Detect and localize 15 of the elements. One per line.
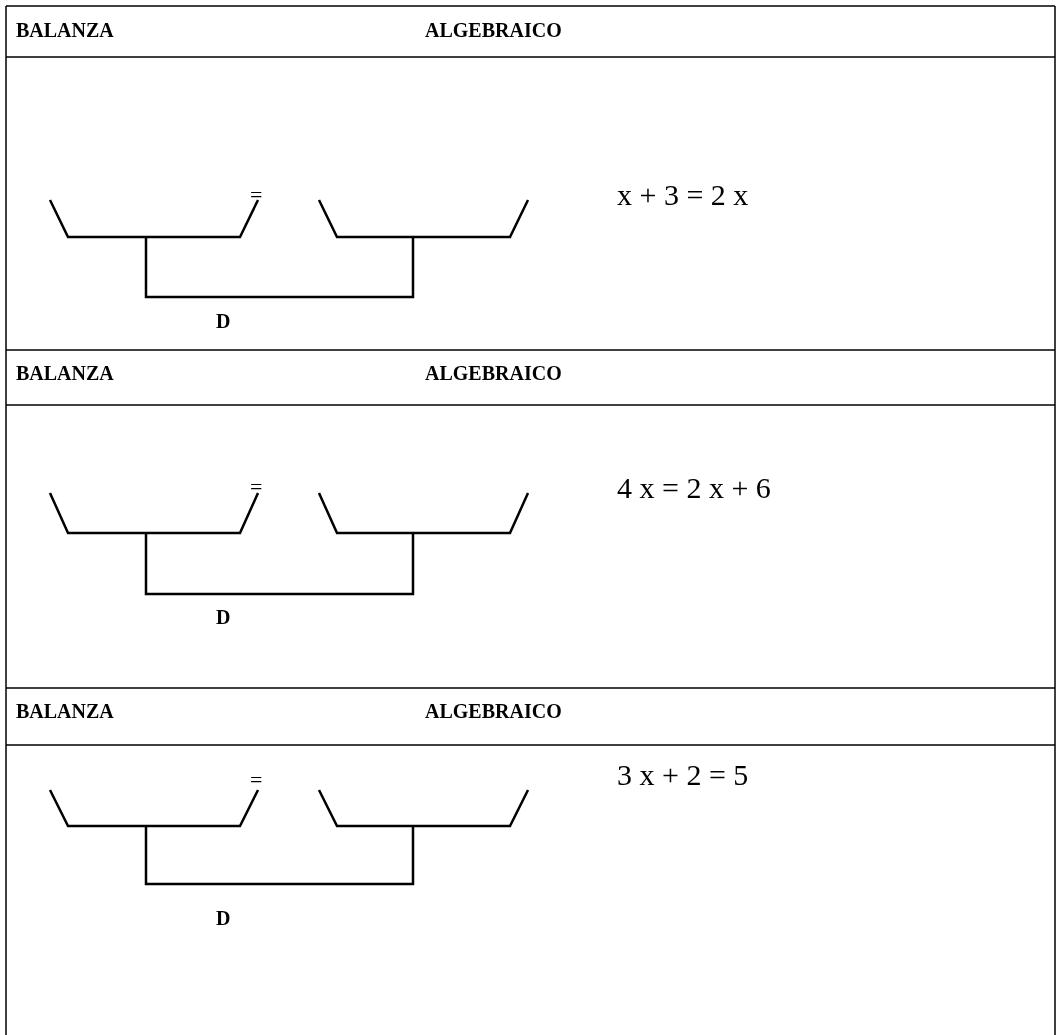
scale-label: D [216,908,231,928]
scale-label: D [216,311,231,331]
equals-sign: = [250,769,263,791]
column-header: ALGEBRAICO [425,363,562,383]
equation-text: 4 x = 2 x + 6 [617,473,771,503]
column-header: ALGEBRAICO [425,20,562,40]
scale-label: D [216,607,231,627]
equals-sign: = [250,184,263,206]
equals-sign: = [250,476,263,498]
column-header: BALANZA [16,20,114,40]
equation-text: 3 x + 2 = 5 [617,760,749,790]
column-header: BALANZA [16,363,114,383]
column-header: ALGEBRAICO [425,701,562,721]
equation-text: x + 3 = 2 x [617,180,749,210]
column-header: BALANZA [16,701,114,721]
